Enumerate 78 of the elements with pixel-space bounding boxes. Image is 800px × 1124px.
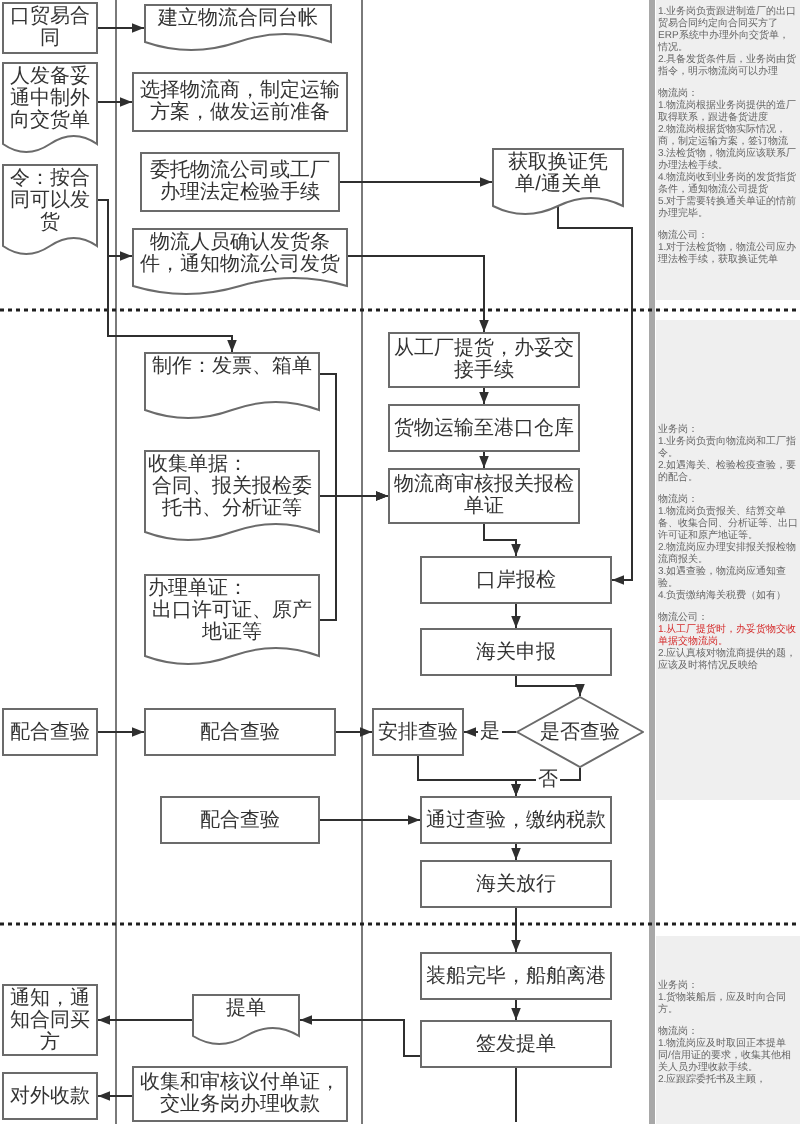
arrow <box>319 815 421 825</box>
document-box <box>144 352 320 420</box>
box-text: 获取换证凭单/通关单 <box>506 152 610 196</box>
arrow <box>319 491 389 621</box>
box-text: 配合查验 <box>200 721 280 743</box>
box-text: 物流商审核报关报检单证 <box>394 474 574 518</box>
box-text: 选择物流商，制定运输方案，做发运前准备 <box>138 80 342 124</box>
process-box <box>372 708 464 756</box>
box-text: 令：按合同可以发货 <box>8 168 92 234</box>
document-box <box>132 228 348 296</box>
process-box <box>144 708 336 756</box>
process-box <box>420 628 612 676</box>
box-text: 提单 <box>226 998 266 1020</box>
box-text: 收集和审核议付单证，交业务岗办理收款 <box>138 1072 342 1116</box>
box-text: 建立物流合同台帐 <box>158 8 318 30</box>
arrow <box>347 255 489 333</box>
document-box <box>192 994 300 1046</box>
document-box <box>144 574 320 666</box>
process-box <box>420 952 612 1000</box>
arrow <box>511 843 521 861</box>
arrow <box>299 1015 421 1057</box>
box-text: 出口许可证、原产地证等 <box>150 600 314 644</box>
arrow <box>97 97 133 107</box>
box-text: 收集单据： <box>148 454 248 476</box>
arrow <box>557 205 633 585</box>
box-text: 签发提单 <box>476 1033 556 1055</box>
connector-line <box>515 1067 517 1123</box>
box-text: 物流人员确认发货条件，通知物流公司发货 <box>138 232 342 276</box>
box-text: 配合查验 <box>200 809 280 831</box>
process-box <box>2 708 98 756</box>
document-box <box>2 62 98 154</box>
arrow <box>97 23 145 33</box>
box-text: 海关申报 <box>476 641 556 663</box>
edge-label: 是 <box>478 721 502 743</box>
edge-label: 否 <box>536 769 560 791</box>
document-box <box>144 450 320 542</box>
box-text: 办理单证： <box>148 578 248 600</box>
box-text: 对外收款 <box>10 1085 90 1107</box>
box-text: 海关放行 <box>476 873 556 895</box>
document-box <box>492 148 624 216</box>
arrow <box>335 727 373 737</box>
arrow <box>417 755 521 797</box>
box-text: 安排查验 <box>378 721 458 743</box>
process-box <box>388 404 580 452</box>
arrow <box>97 1015 193 1025</box>
process-box <box>420 796 612 844</box>
box-text: 是否查验 <box>540 721 620 743</box>
document-box <box>144 4 332 52</box>
box-text: 配合查验 <box>10 721 90 743</box>
box-text: 委托物流公司或工厂办理法定检验手续 <box>148 160 332 204</box>
decision-diamond <box>516 696 644 768</box>
box-text: 通过查验，缴纳税款 <box>426 809 606 831</box>
arrow <box>479 451 489 469</box>
arrow <box>97 199 237 353</box>
process-box <box>160 796 320 844</box>
process-box <box>2 1072 98 1120</box>
box-text: 装船完毕，船舶离港 <box>426 965 606 987</box>
arrow <box>97 1091 133 1101</box>
process-box <box>420 1020 612 1068</box>
arrow <box>511 603 521 629</box>
box-text: 货物运输至港口仓库 <box>394 417 574 439</box>
document-box <box>2 164 98 256</box>
arrow <box>511 907 521 953</box>
process-box <box>420 556 612 604</box>
process-box <box>420 860 612 908</box>
box-text: 合同、报关报检委托书、分析证等 <box>150 476 314 520</box>
arrow <box>479 387 489 405</box>
box-text: 人发备妥通中制外向交货单 <box>8 66 92 132</box>
arrow <box>97 727 145 737</box>
arrow <box>511 999 521 1021</box>
box-text: 制作：发票、箱单 <box>152 356 312 378</box>
box-text: 口岸报检 <box>476 569 556 591</box>
arrow <box>483 523 521 557</box>
box-text: 从工厂提货，办妥交接手续 <box>394 338 574 382</box>
arrow <box>515 675 585 697</box>
arrow <box>339 177 493 187</box>
box-text: 口贸易合同 <box>8 6 92 50</box>
box-text: 通知，通知合同买方 <box>8 987 92 1053</box>
